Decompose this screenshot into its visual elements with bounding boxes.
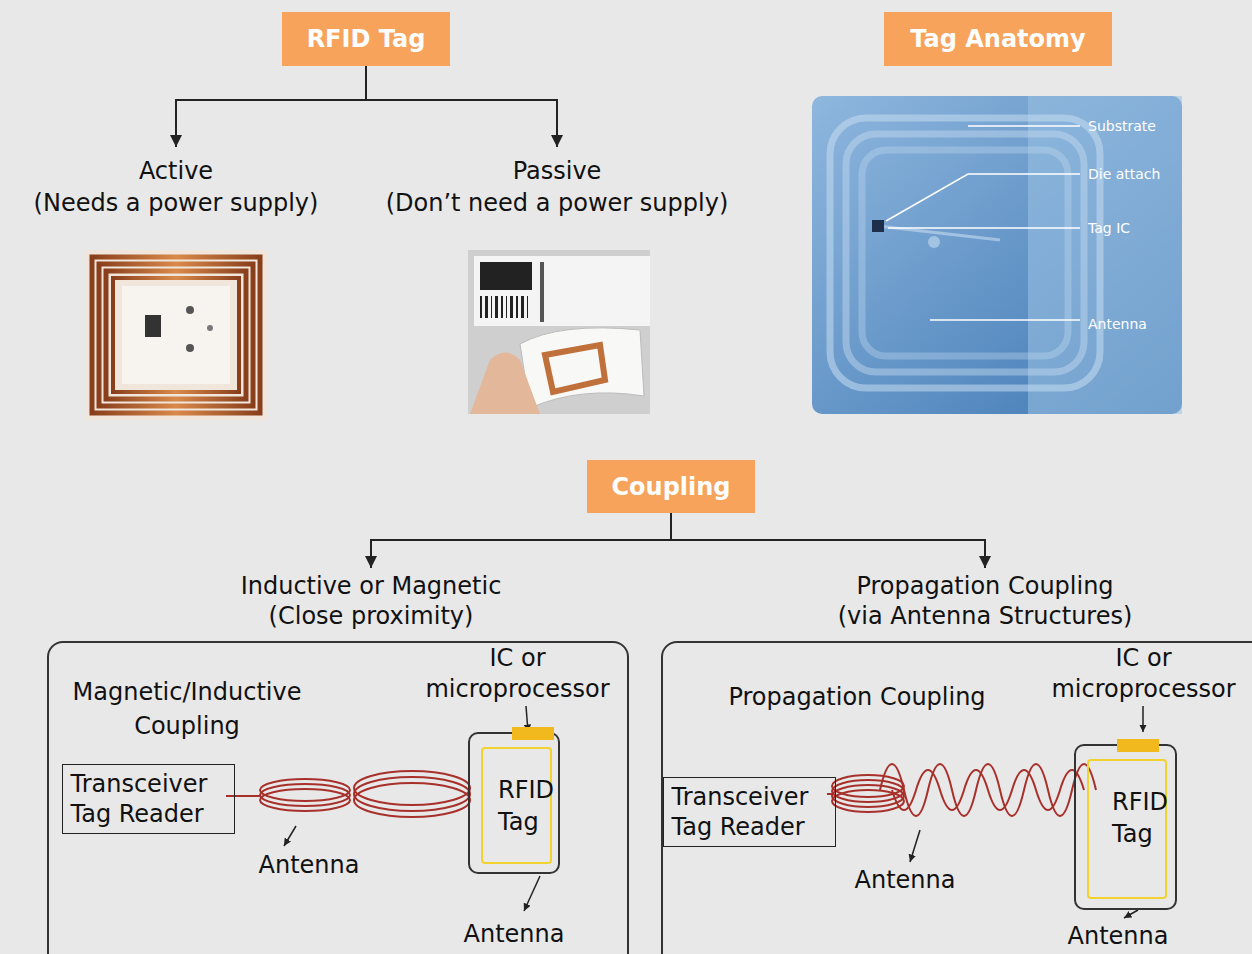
panel-heading-text: (Close proximity) [111, 601, 631, 631]
split-arrow [671, 513, 985, 568]
ic-chip [512, 727, 554, 740]
passive-tag-photo [468, 250, 650, 414]
antenna-label: Antenna [1053, 921, 1183, 952]
antenna-label: Antenna [449, 919, 579, 950]
propagation-wave [827, 764, 1096, 816]
inductive-coil [226, 771, 470, 817]
antenna-label: Antenna [244, 850, 374, 881]
ic-chip [1117, 739, 1159, 752]
split-arrow [176, 66, 366, 147]
part-label: Substrate [1088, 117, 1178, 135]
part-label: Die attach [1088, 165, 1178, 183]
antenna-label: Antenna [840, 865, 970, 896]
panel-title: Propagation Coupling [707, 680, 1007, 714]
tag-label: RFID Tag [1112, 786, 1192, 850]
tag-type: Active(Needs a power supply) [6, 150, 346, 224]
header-text: RFID Tag [307, 25, 426, 53]
reader-box: Transceiver Tag Reader [663, 777, 836, 847]
type-name: Passive [513, 155, 602, 187]
tag-anatomy-photo [812, 96, 1182, 414]
header-box: Tag Anatomy [884, 12, 1112, 66]
part-label: Tag IC [1088, 219, 1178, 237]
leader-arrows [284, 706, 1143, 918]
header-box: Coupling [587, 460, 755, 513]
ic-label: IC or microprocessor [1046, 643, 1241, 705]
panel-heading: Inductive or Magnetic(Close proximity) [111, 571, 631, 631]
tag-box: RFID Tag [468, 732, 560, 874]
tag-box: RFID Tag [1074, 744, 1177, 910]
type-note: (Don’t need a power supply) [386, 187, 729, 219]
panel-title: Magnetic/Inductive Coupling [47, 675, 327, 743]
reader-text: Transceiver Tag Reader [67, 769, 231, 829]
split-arrow [371, 513, 671, 568]
type-name: Active [139, 155, 213, 187]
part-label: Antenna [1088, 315, 1178, 333]
panel-heading: Propagation Coupling(via Antenna Structu… [725, 571, 1245, 631]
header-text: Tag Anatomy [910, 25, 1085, 53]
tag-type: Passive(Don’t need a power supply) [357, 150, 757, 224]
ic-label: IC or microprocessor [420, 643, 615, 705]
reader-box: Transceiver Tag Reader [62, 764, 235, 834]
header-text: Coupling [611, 473, 730, 501]
tag-label: RFID Tag [498, 774, 578, 838]
reader-text: Transceiver Tag Reader [668, 782, 832, 842]
type-note: (Needs a power supply) [34, 187, 319, 219]
split-arrow [366, 66, 557, 147]
panel-heading-text: Inductive or Magnetic [111, 571, 631, 601]
header-box: RFID Tag [282, 12, 450, 66]
panel-heading-text: Propagation Coupling [725, 571, 1245, 601]
tag-inner-antenna [481, 747, 552, 864]
active-tag-photo [85, 250, 267, 420]
panel-heading-text: (via Antenna Structures) [725, 601, 1245, 631]
